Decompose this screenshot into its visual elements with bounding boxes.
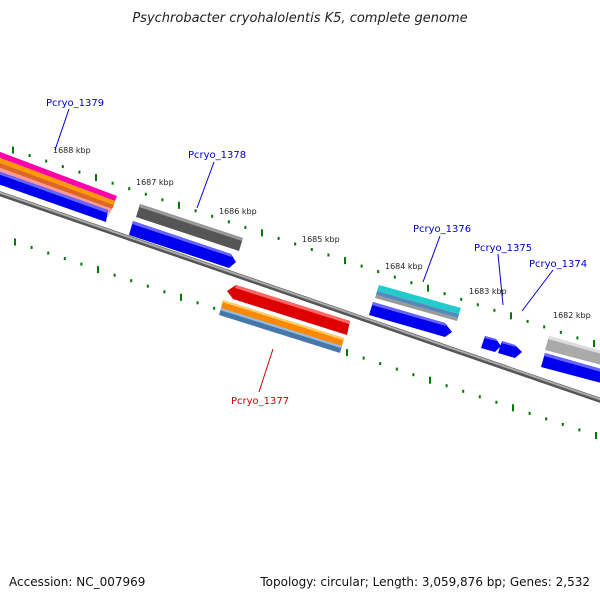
gene-pcryo-1374-features[interactable] <box>541 336 600 384</box>
position-label-1685: 1685 kbp <box>302 235 340 244</box>
position-label-1683: 1683 kbp <box>469 287 507 296</box>
genome-summary: Topology: circular; Length: 3,059,876 bp… <box>259 575 590 589</box>
gene-label-pcryo-1374[interactable]: Pcryo_1374 <box>529 259 587 270</box>
gene-label-pcryo-1377[interactable]: Pcryo_1377 <box>231 396 289 407</box>
position-label-1688: 1688 kbp <box>53 146 91 155</box>
gene-pcryo-1375-features[interactable] <box>481 336 522 358</box>
gene-pcryo-1379-features[interactable] <box>0 150 117 222</box>
gene-label-pcryo-1375[interactable]: Pcryo_1375 <box>474 243 532 254</box>
position-label-1687: 1687 kbp <box>136 178 174 187</box>
gene-label-pcryo-1379[interactable]: Pcryo_1379 <box>46 98 104 109</box>
map-title: Psychrobacter cryohalolentis K5, complet… <box>132 11 467 26</box>
gene-label-leaders <box>54 108 554 393</box>
gene-label-pcryo-1378[interactable]: Pcryo_1378 <box>188 150 246 161</box>
position-labels: 1688 kbp 1687 kbp 1686 kbp 1685 kbp 1684… <box>53 146 591 320</box>
backbone <box>0 191 600 403</box>
gene-pcryo-1376-features[interactable] <box>369 285 461 337</box>
position-label-1686: 1686 kbp <box>219 207 257 216</box>
lower-tick-marks <box>14 238 597 439</box>
gene-pcryo-1378-features[interactable] <box>129 204 243 268</box>
upper-tick-marks <box>12 146 595 347</box>
gene-pcryo-1377-features[interactable] <box>219 285 350 353</box>
position-label-1684: 1684 kbp <box>385 262 423 271</box>
accession-label: Accession: NC_007969 <box>9 575 145 589</box>
gene-label-pcryo-1376[interactable]: Pcryo_1376 <box>413 224 471 235</box>
position-label-1682: 1682 kbp <box>553 311 591 320</box>
gene-labels: Pcryo_1379 Pcryo_1378 Pcryo_1377 Pcryo_1… <box>46 98 587 407</box>
